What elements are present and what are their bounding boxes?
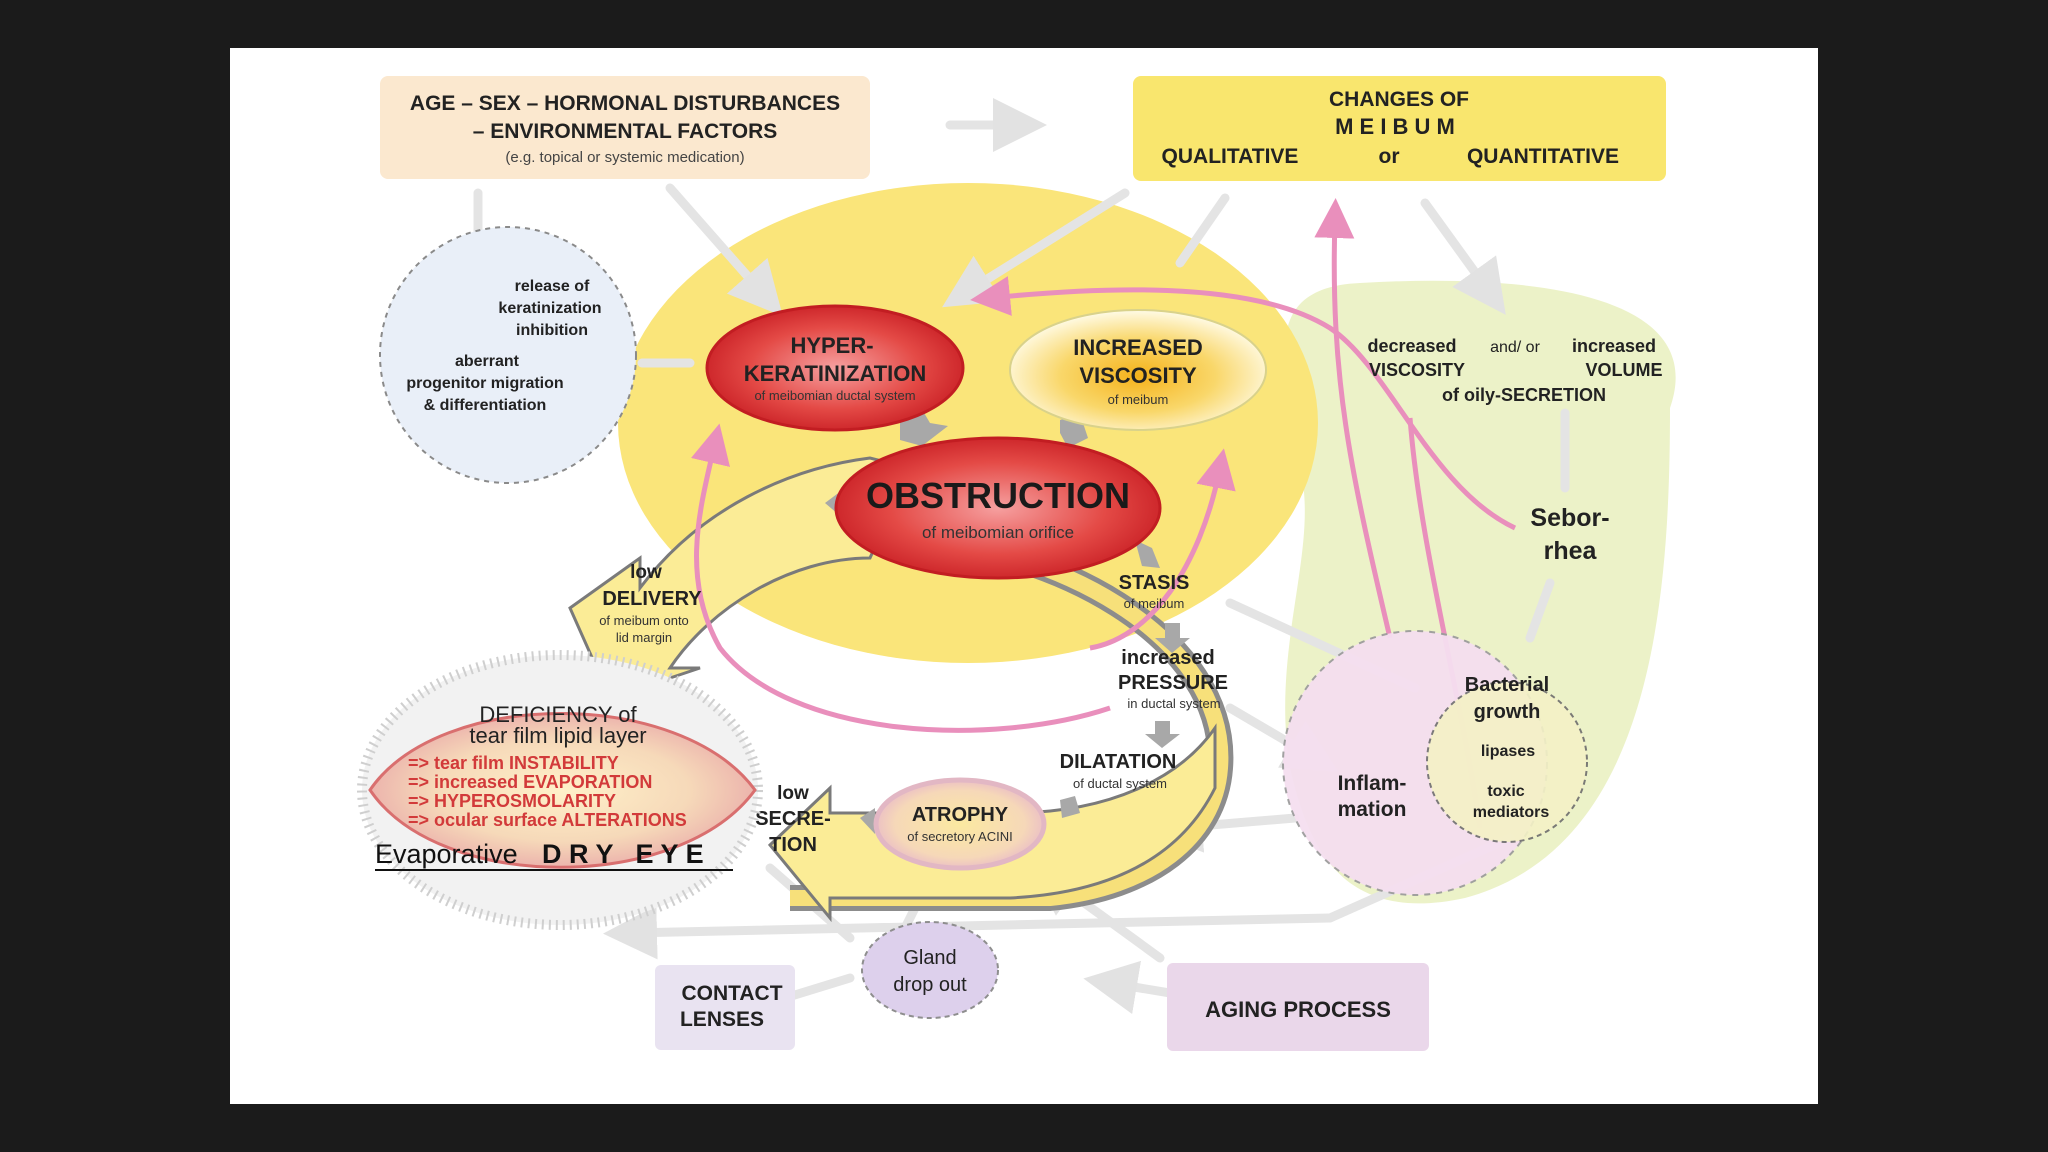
sc-volume: VOLUME: [1585, 360, 1662, 380]
eye-item1: => tear film INSTABILITY: [408, 753, 619, 773]
dry-eye-main: D R Y E Y E: [542, 839, 704, 869]
bacterial-toxic: toxic: [1487, 783, 1524, 800]
delivery-line1: low: [630, 562, 662, 583]
atrophy-node: [873, 777, 1047, 871]
dilatation-sub: of ductal system: [1073, 776, 1167, 791]
inflammation-line2: mation: [1338, 798, 1407, 821]
gland-line2: drop out: [893, 974, 967, 996]
hk-line1: HYPER-: [790, 333, 873, 358]
eye-illustration: [357, 650, 763, 930]
factors-line3: (e.g. topical or systemic medication): [505, 149, 744, 166]
factors-line1: AGE – SEX – HORMONAL DISTURBANCES: [410, 92, 840, 115]
visc-line2: VISCOSITY: [1079, 363, 1197, 388]
obstruction-node: [834, 436, 1162, 580]
sc-viscosity: VISCOSITY: [1369, 360, 1465, 380]
kc-line3: inhibition: [516, 322, 588, 339]
meibum-changes-box: [1133, 76, 1666, 181]
obstruction-sub: of meibomian orifice: [922, 523, 1074, 542]
meibum-line2: M E I B U M: [1335, 114, 1455, 139]
eye-line1: DEFICIENCY of: [479, 702, 637, 727]
sc-increased: increased: [1572, 336, 1656, 356]
hk-sub: of meibomian ductal system: [754, 388, 915, 403]
keratinization-circle: [379, 226, 637, 484]
contact-line1: CONTACT: [681, 982, 782, 1005]
kc-line1: release of: [515, 278, 590, 295]
visc-sub: of meibum: [1108, 392, 1169, 407]
meibum-quantitative: QUANTITATIVE: [1467, 145, 1619, 168]
eye-item2: => increased EVAPORATION: [408, 772, 652, 792]
aging-label: AGING PROCESS: [1205, 997, 1391, 1022]
gland-dropout-node: [861, 921, 999, 1019]
bacterial-line1: Bacterial: [1465, 674, 1550, 696]
dry-eye-prefix: Evaporative: [375, 839, 518, 869]
atrophy-sub: of secretory ACINI: [907, 829, 1012, 844]
viscosity-node: [1009, 309, 1267, 431]
bacterial-mediators: mediators: [1473, 804, 1550, 821]
pressure-line2: PRESSURE: [1118, 672, 1228, 694]
sc-andor: and/ or: [1490, 339, 1540, 356]
stasis-title: STASIS: [1119, 572, 1190, 594]
contact-line2: LENSES: [680, 1008, 764, 1031]
kc-line6: & differentiation: [424, 397, 547, 414]
dilatation-title: DILATATION: [1060, 751, 1177, 773]
meibum-line1: CHANGES OF: [1329, 88, 1469, 111]
bacterial-lipases: lipases: [1481, 743, 1535, 760]
factors-line2: – ENVIRONMENTAL FACTORS: [473, 120, 778, 143]
pressure-line1: increased: [1121, 647, 1214, 669]
obstruction-title: OBSTRUCTION: [866, 475, 1130, 516]
delivery-line4: lid margin: [616, 630, 672, 645]
delivery-line2: DELIVERY: [602, 588, 702, 610]
secretion-line1: low: [777, 783, 809, 804]
atrophy-title: ATROPHY: [912, 804, 1009, 826]
secretion-line2: SECRE-: [755, 808, 831, 830]
contact-lenses-box: [655, 965, 795, 1050]
gland-line1: Gland: [903, 947, 956, 969]
eye-line2: tear film lipid layer: [469, 723, 646, 748]
bacterial-line2: growth: [1474, 701, 1541, 723]
aging-process-box: [1167, 963, 1429, 1051]
mgd-pathophysiology-diagram: AGE – SEX – HORMONAL DISTURBANCES – ENVI…: [357, 76, 1676, 1051]
secretion-line3: TION: [769, 834, 817, 856]
pressure-sub: in ductal system: [1127, 696, 1220, 711]
kc-line5: progenitor migration: [406, 375, 563, 392]
kc-line4: aberrant: [455, 353, 520, 370]
diagram-panel: AGE – SEX – HORMONAL DISTURBANCES – ENVI…: [230, 48, 1818, 1104]
delivery-line3: of meibum onto: [599, 613, 689, 628]
meibum-qualitative: QUALITATIVE: [1162, 145, 1299, 168]
hk-line2: KERATINIZATION: [744, 361, 927, 386]
visc-line1: INCREASED: [1073, 335, 1203, 360]
eye-item4: => ocular surface ALTERATIONS: [408, 810, 687, 830]
sc-decreased: decreased: [1367, 336, 1456, 356]
hyperkeratinization-node: [705, 304, 965, 432]
seborrhea-line1: Sebor-: [1530, 504, 1609, 532]
eye-item3: => HYPEROSMOLARITY: [408, 791, 616, 811]
meibum-or: or: [1379, 145, 1400, 168]
bacterial-circle: [1426, 681, 1588, 843]
sc-oily: of oily-SECRETION: [1442, 385, 1606, 405]
kc-line2: keratinization: [498, 300, 601, 317]
stasis-sub: of meibum: [1124, 596, 1185, 611]
seborrhea-line2: rhea: [1544, 537, 1598, 565]
inflammation-line1: Inflam-: [1338, 772, 1407, 795]
factors-box: [380, 76, 870, 179]
